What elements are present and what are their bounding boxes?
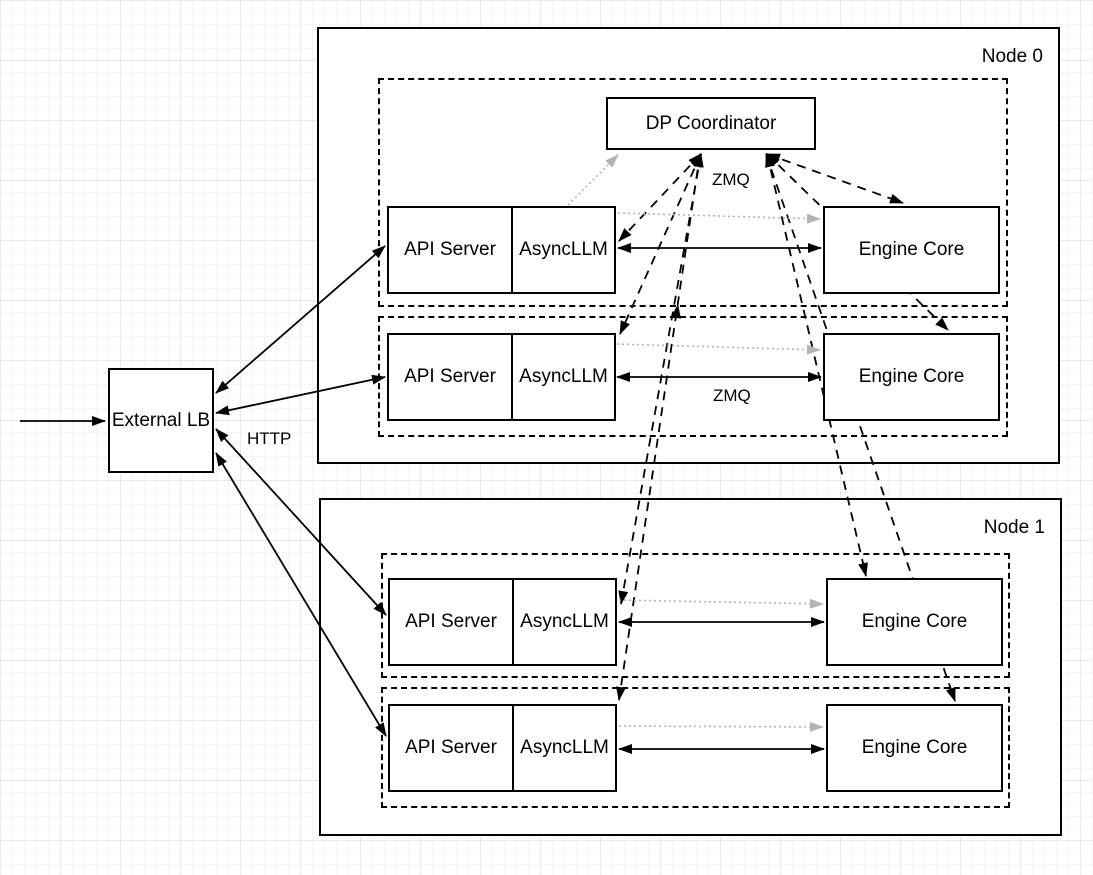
engine-core-label: Engine Core xyxy=(861,611,968,633)
external-lb-box: External LB xyxy=(108,368,214,473)
api-server-box: API Server xyxy=(404,239,496,260)
dp-coordinator-label: DP Coordinator xyxy=(645,112,777,134)
node1-row1-frontend: API Server AsyncLLM xyxy=(388,578,617,666)
dp-coordinator-box: DP Coordinator xyxy=(606,97,816,150)
http-edge-label: HTTP xyxy=(247,429,292,448)
node1-row2-frontend: API Server AsyncLLM xyxy=(388,704,617,792)
zmq-engine-label: ZMQ xyxy=(713,386,751,405)
api-server-box: API Server xyxy=(405,737,497,758)
asyncllm-box: AsyncLLM xyxy=(511,208,614,292)
node0-row2-frontend: API Server AsyncLLM xyxy=(387,333,616,421)
zmq-coordinator-label: ZMQ xyxy=(712,170,750,189)
api-server-box: API Server xyxy=(404,366,496,387)
node0-label: Node 0 xyxy=(981,46,1043,67)
external-lb-label: External LB xyxy=(111,409,211,431)
node1-label: Node 1 xyxy=(983,517,1045,538)
engine-core-box: Engine Core xyxy=(826,704,1003,792)
asyncllm-box: AsyncLLM xyxy=(512,580,615,664)
engine-core-label: Engine Core xyxy=(858,239,965,261)
engine-core-label: Engine Core xyxy=(858,366,965,388)
api-server-box: API Server xyxy=(405,611,497,632)
engine-core-box: Engine Core xyxy=(826,578,1003,666)
node0-row1-frontend: API Server AsyncLLM xyxy=(387,206,616,294)
asyncllm-box: AsyncLLM xyxy=(512,706,615,790)
engine-core-box: Engine Core xyxy=(823,333,1000,421)
engine-core-label: Engine Core xyxy=(861,737,968,759)
asyncllm-box: AsyncLLM xyxy=(511,335,614,419)
engine-core-box: Engine Core xyxy=(823,206,1000,294)
